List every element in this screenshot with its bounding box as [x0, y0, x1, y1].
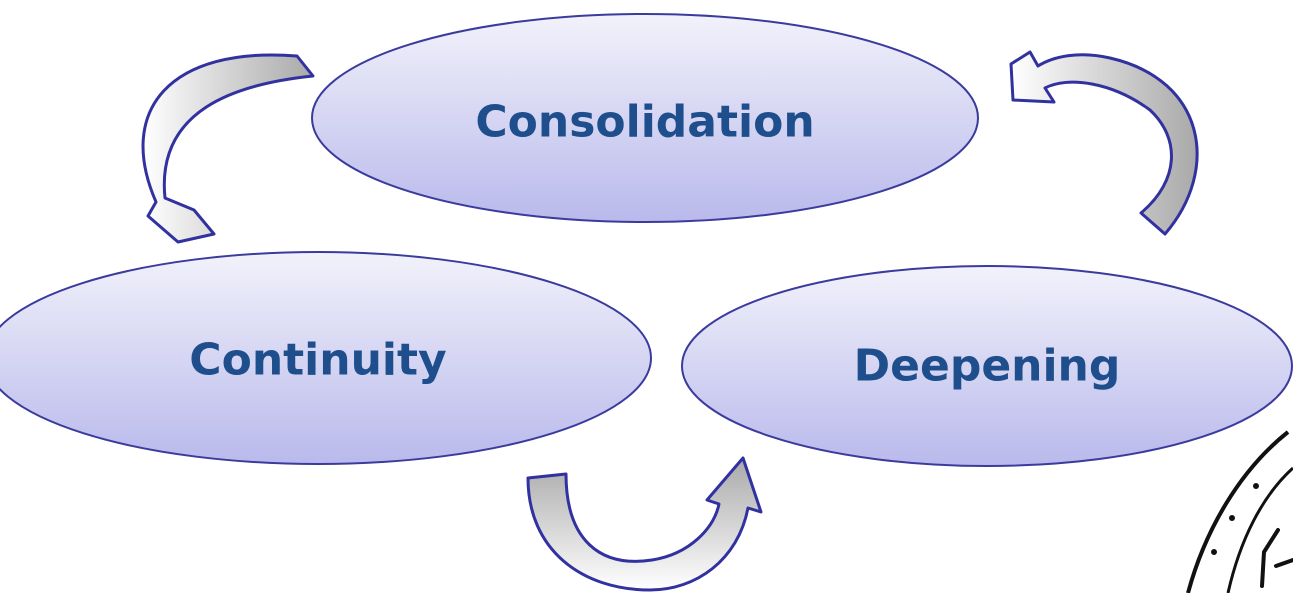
node-deepening-ellipse — [681, 265, 1293, 467]
seal-dot — [1211, 549, 1217, 555]
seal-inner-ring — [1226, 466, 1293, 593]
node-deepening-label: Deepening — [854, 341, 1121, 392]
seal-dot — [1253, 483, 1259, 489]
node-consolidation-ellipse — [311, 13, 979, 223]
node-deepening: Deepening — [681, 265, 1293, 467]
seal-inner-mark — [1260, 528, 1293, 588]
node-consolidation-label: Consolidation — [475, 97, 814, 148]
arrow-continuity-to-deepening — [526, 456, 763, 592]
seal-outer-ring — [1186, 430, 1290, 593]
arrow-consolidation-to-continuity — [141, 53, 315, 244]
node-continuity-label: Continuity — [189, 335, 446, 386]
arrow-deepening-to-consolidation — [1009, 50, 1199, 236]
seal-dot — [1229, 515, 1235, 521]
seal-stamp-graphic — [1186, 430, 1293, 593]
node-continuity: Continuity — [0, 251, 652, 465]
node-continuity-ellipse — [0, 251, 652, 465]
node-consolidation: Consolidation — [311, 13, 979, 223]
